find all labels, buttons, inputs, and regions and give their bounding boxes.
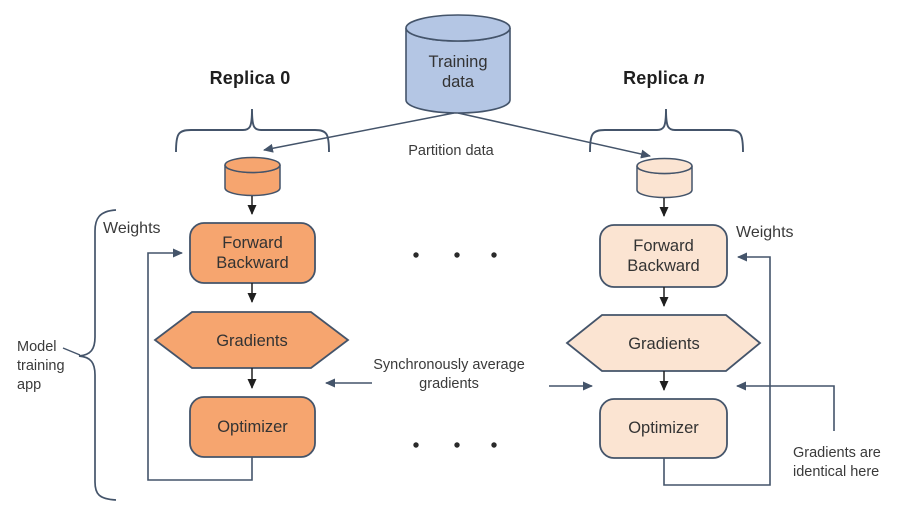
ellipsis-dot [491,252,497,258]
optimizer-label-left: Optimizer [190,397,315,457]
forward-backward-label-left: Forward Backward [190,223,315,283]
partition-cylinder-left-top [224,156,281,174]
weights-label-right: Weights [736,224,794,241]
model-app-connector [62,347,81,356]
partition-cylinder-right-top [636,157,693,175]
gradients-hexagon-right [565,314,762,372]
model-training-app-label: Model training app [17,339,65,394]
forward-backward-text-left: Forward Backward [216,233,289,272]
optimizer-text-right: Optimizer [628,419,699,438]
ellipsis-dot [413,442,419,448]
partition-line-left [263,112,455,153]
replica-n-title-prefix: Replica [623,68,694,88]
training-data-cylinder-top [405,14,511,42]
gradients-identical-pointer [736,381,835,431]
weights-loop-right [663,252,771,486]
partition-data-label: Partition data [408,143,494,159]
ellipsis-dot [413,252,419,258]
partition-line-right [457,112,651,159]
gradients-label-right: Gradients [628,335,700,353]
forward-backward-text-right: Forward Backward [627,236,700,275]
ellipsis-dot [454,252,460,258]
optimizer-label-right: Optimizer [600,399,727,458]
replica-0-title: Replica 0 [209,68,291,88]
optimizer-text-left: Optimizer [217,417,288,436]
replica-n-brace [589,108,744,153]
weights-label-left: Weights [103,220,161,237]
gradients-hexagon-left [153,311,350,369]
model-app-brace [78,209,117,501]
replica-n-title-n: n [693,68,705,88]
replica0-brace [175,108,330,153]
ellipsis-dot [454,442,460,448]
forward-backward-label-right: Forward Backward [600,225,727,287]
gradients-identical-label: Gradients are identical here [793,445,881,481]
sync-average-label: Synchronously average gradients [373,357,525,393]
replica-n-title: Replica n [604,68,724,89]
weights-loop-left [147,248,253,481]
training-data-label: Training data [428,53,488,92]
gradients-label-left: Gradients [216,332,288,350]
ellipsis-dot [491,442,497,448]
